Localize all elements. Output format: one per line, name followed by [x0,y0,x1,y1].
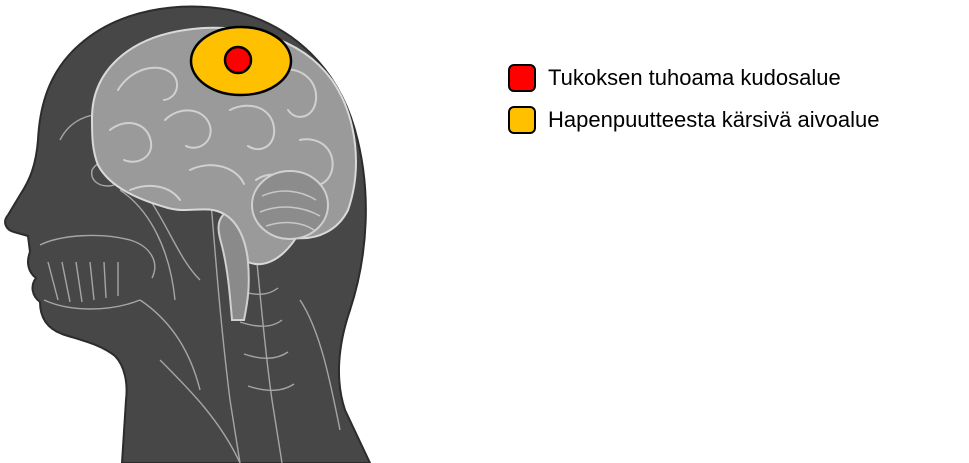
legend-label-core: Tukoksen tuhoama kudosalue [548,67,841,89]
legend-label-penumbra: Hapenpuutteesta kärsivä aivoalue [548,109,879,131]
legend-item-penumbra: Hapenpuutteesta kärsivä aivoalue [508,100,879,140]
core-infarct-area [225,47,251,73]
legend-swatch-red [508,64,536,92]
legend-swatch-orange [508,106,536,134]
cerebellum [252,171,328,239]
legend: Tukoksen tuhoama kudosalue Hapenpuuttees… [508,58,879,142]
legend-item-core: Tukoksen tuhoama kudosalue [508,58,879,98]
